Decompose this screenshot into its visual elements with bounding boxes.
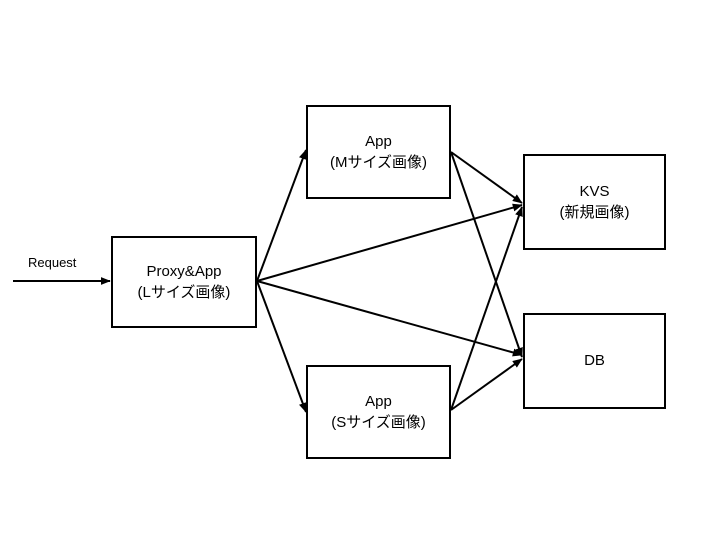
edge-app-m-to-kvs <box>450 151 523 204</box>
request-edge-label: Request <box>28 255 77 270</box>
edge-proxy-to-app-s <box>256 280 307 413</box>
proxy-app-subtitle: (Lサイズ画像) <box>137 283 231 301</box>
edge-proxy-to-db <box>256 280 523 357</box>
edge-app-s-to-db <box>450 358 523 411</box>
app-s-subtitle: (Sサイズ画像) <box>331 413 426 431</box>
app-s-title: App <box>365 392 392 410</box>
edge-app-s-to-kvs <box>450 206 523 411</box>
kvs-node[interactable]: KVS (新規画像) <box>523 154 666 250</box>
kvs-subtitle: (新規画像) <box>559 203 630 221</box>
app-m-subtitle: (Mサイズ画像) <box>329 153 428 171</box>
kvs-title: KVS <box>579 182 610 200</box>
proxy-app-title: Proxy&App <box>146 262 222 280</box>
app-s-node[interactable]: App (Sサイズ画像) <box>306 365 451 459</box>
edge-proxy-to-app-m <box>256 149 307 282</box>
db-node[interactable]: DB <box>523 313 666 409</box>
edge-proxy-to-kvs <box>256 203 523 282</box>
app-m-node[interactable]: App (Mサイズ画像) <box>306 105 451 199</box>
proxy-app-node[interactable]: Proxy&App (Lサイズ画像) <box>111 236 257 328</box>
db-title: DB <box>584 352 605 369</box>
edge-app-m-to-db <box>450 151 523 358</box>
app-m-title: App <box>365 132 392 150</box>
